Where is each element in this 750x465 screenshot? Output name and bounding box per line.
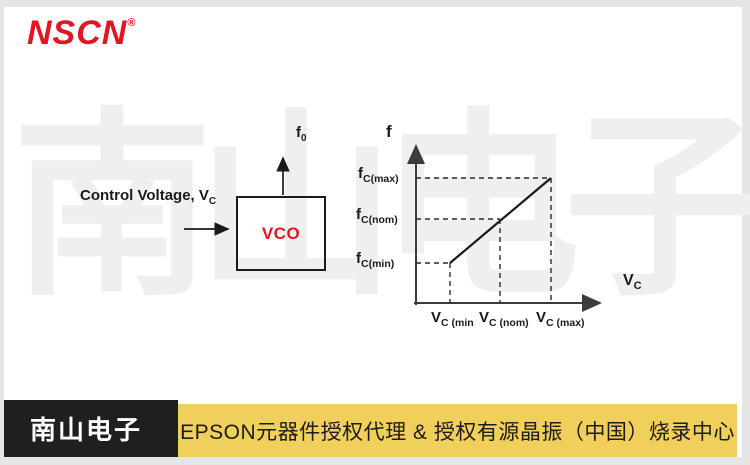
vco-box: VCO [236, 196, 326, 271]
x-axis-label: VC [623, 272, 642, 293]
y-tick-fc-min: fC(min) [356, 250, 395, 270]
vco-box-label: VCO [261, 223, 301, 243]
x-tick-vc-max: VC (max) [536, 309, 585, 329]
banner-text: EPSON元器件授权代理 & 授权有源晶振（中国）烧录中心 [180, 420, 735, 444]
y-tick-fc-nom: fC(nom) [356, 206, 398, 226]
y-axis-label: f [386, 122, 392, 141]
brand-name: 南山电子 [30, 415, 143, 445]
content-panel [4, 7, 742, 457]
registered-trademark-icon: ® [127, 17, 136, 29]
brand-bar: 南山电子 [4, 400, 178, 457]
banner-bar: EPSON元器件授权代理 & 授权有源晶振（中国）烧录中心 [178, 404, 737, 457]
x-tick-vc-min: VC (min [431, 309, 474, 329]
output-frequency-label: f0 [296, 124, 307, 144]
y-tick-fc-max: fC(max) [358, 165, 399, 185]
x-tick-vc-nom: VC (nom) [479, 309, 529, 329]
watermark-text: 南山电子 [12, 96, 750, 319]
nscn-logo-text: NSCN [27, 14, 128, 52]
nscn-logo: NSCN® [27, 16, 135, 50]
control-voltage-label: Control Voltage, VC [80, 187, 217, 207]
